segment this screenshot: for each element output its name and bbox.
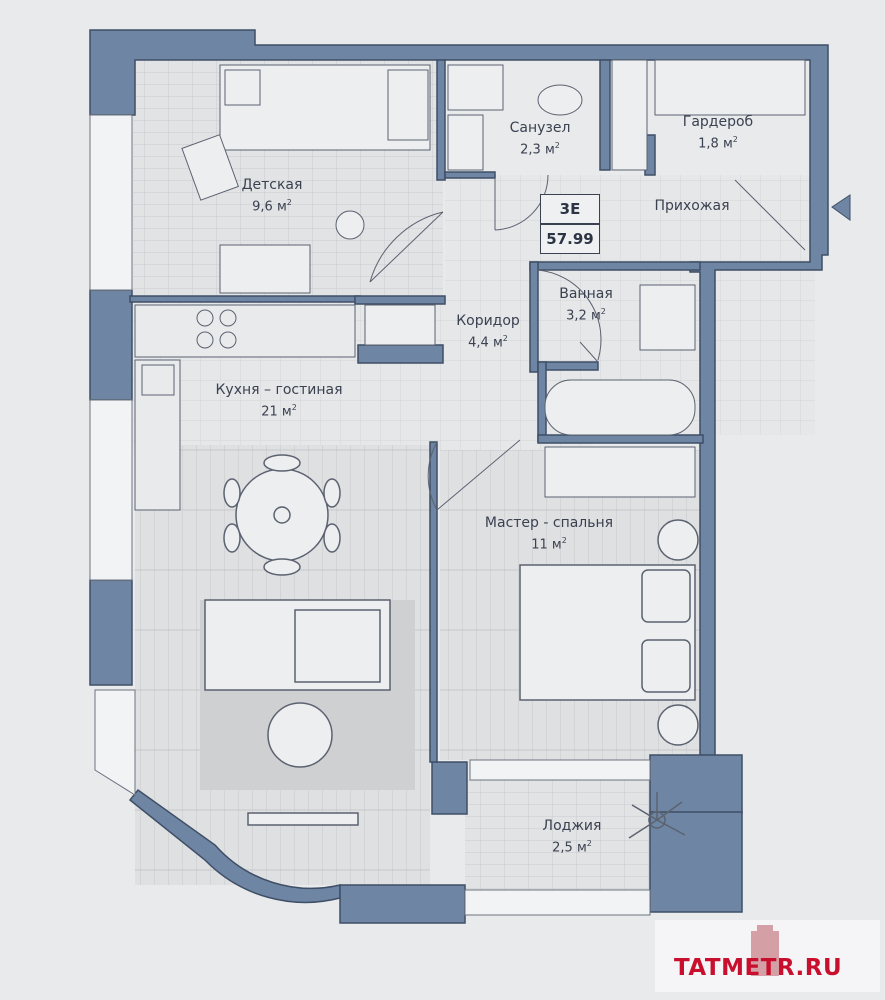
room-label-wc: Санузел 2,3 м2: [509, 120, 571, 158]
bed: [519, 519, 699, 746]
plant-icon: [628, 792, 686, 839]
sofa: [204, 599, 391, 826]
building-logo-icon: [751, 925, 779, 976]
dining-table: [223, 454, 341, 576]
kitchen-counter: [134, 304, 356, 511]
room-label-bath: Ванная 3,2 м2: [559, 286, 613, 324]
windows: [89, 114, 651, 916]
room-label-loggia: Лоджия 2,5 м2: [542, 818, 602, 856]
room-label-wardrobe: Гардероб 1,8 м2: [682, 114, 754, 152]
entrance-arrow-icon: [831, 194, 851, 221]
room-label-kids: Детская 9,6 м2: [241, 177, 303, 215]
watermark-text: TATMETR.RU: [674, 955, 843, 981]
room-label-master: Мастер - спальня 11 м2: [484, 515, 614, 553]
kids-furniture: [181, 64, 431, 294]
total-area-badge: 57.99: [540, 224, 600, 254]
room-label-hall: Прихожая: [654, 198, 730, 214]
plan-code-badge: 3E: [540, 194, 600, 224]
doors: [369, 174, 806, 511]
room-label-corridor: Коридор 4,4 м2: [456, 313, 520, 351]
bath-fixtures: [364, 59, 806, 498]
walls: [89, 29, 829, 924]
watermark-panel: [655, 920, 880, 992]
room-label-kitchen: Кухня – гостиная 21 м2: [215, 382, 343, 420]
